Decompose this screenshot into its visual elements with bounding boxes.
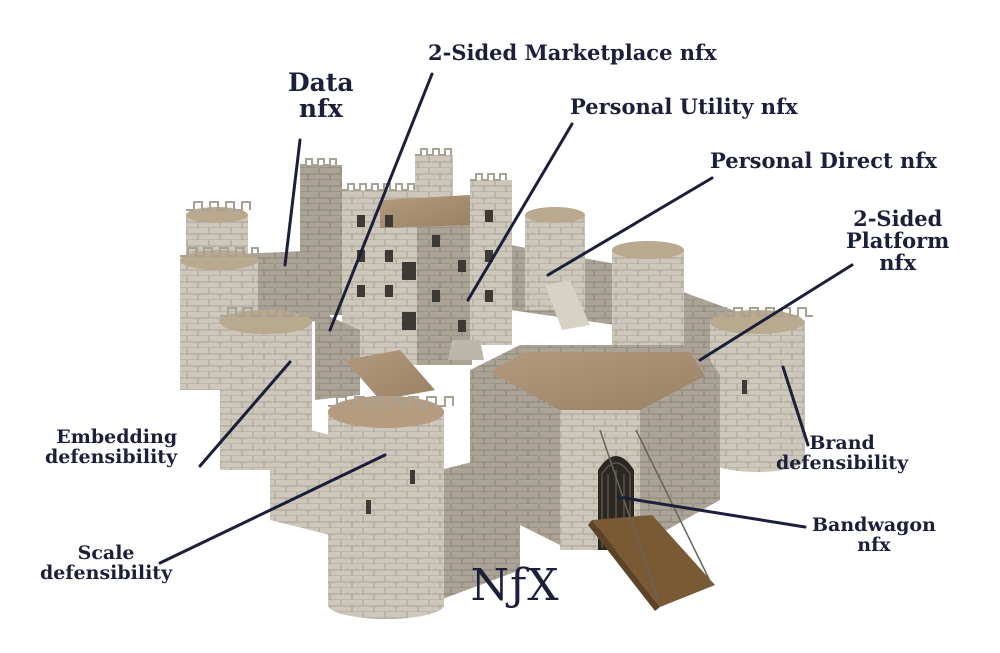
label-platform-line1: 2-Sided xyxy=(853,206,943,231)
label-bandwagon-line1: Bandwagon xyxy=(812,514,936,536)
label-2-sided-marketplace-nfx: 2-Sided Marketplace nfx xyxy=(428,40,717,65)
label-data-nfx: Data nfx xyxy=(288,68,354,124)
inner-buildings xyxy=(315,310,435,400)
label-brand-line2: defensibility xyxy=(776,451,909,474)
label-platform-line3: nfx xyxy=(879,250,917,276)
label-scale-line1: Scale xyxy=(77,542,135,564)
label-data-line1: Data xyxy=(288,68,354,97)
label-platform-line2: Platform xyxy=(846,228,950,254)
leader-scale xyxy=(158,453,387,565)
label-brand-line1: Brand xyxy=(809,432,875,454)
label-scale-line2: defensibility xyxy=(40,561,173,584)
label-scale-defensibility: Scale defensibility xyxy=(40,542,173,584)
gatehouse xyxy=(470,345,720,550)
central-keep xyxy=(300,148,512,365)
tower-back-right xyxy=(525,207,684,345)
label-embedding-line2: defensibility xyxy=(45,445,178,468)
label-data-line2: nfx xyxy=(298,94,343,124)
leader-bandwagon xyxy=(616,495,807,529)
leader-data xyxy=(283,138,302,267)
label-2-sided-platform-nfx: 2-Sided Platform nfx xyxy=(846,206,950,276)
tower-front-left xyxy=(328,396,454,619)
label-personal-utility-nfx: Personal Utility nfx xyxy=(570,94,798,119)
leader-personal-utility xyxy=(466,122,574,302)
label-embedding-line1: Embedding xyxy=(56,426,178,448)
nfx-logo: NƒX xyxy=(470,560,560,611)
leader-embedding xyxy=(198,360,292,468)
leader-brand xyxy=(781,365,810,447)
label-brand-defensibility: Brand defensibility xyxy=(776,432,909,474)
leader-lines xyxy=(158,72,854,565)
label-bandwagon-line2: nfx xyxy=(857,533,891,556)
leader-personal-direct xyxy=(546,176,714,277)
label-personal-direct-nfx: Personal Direct nfx xyxy=(710,148,937,173)
label-embedding-defensibility: Embedding defensibility xyxy=(45,426,178,468)
leader-platform xyxy=(698,263,854,362)
leader-marketplace xyxy=(328,72,434,332)
label-bandwagon-nfx: Bandwagon nfx xyxy=(812,514,936,556)
tower-left xyxy=(180,247,313,470)
